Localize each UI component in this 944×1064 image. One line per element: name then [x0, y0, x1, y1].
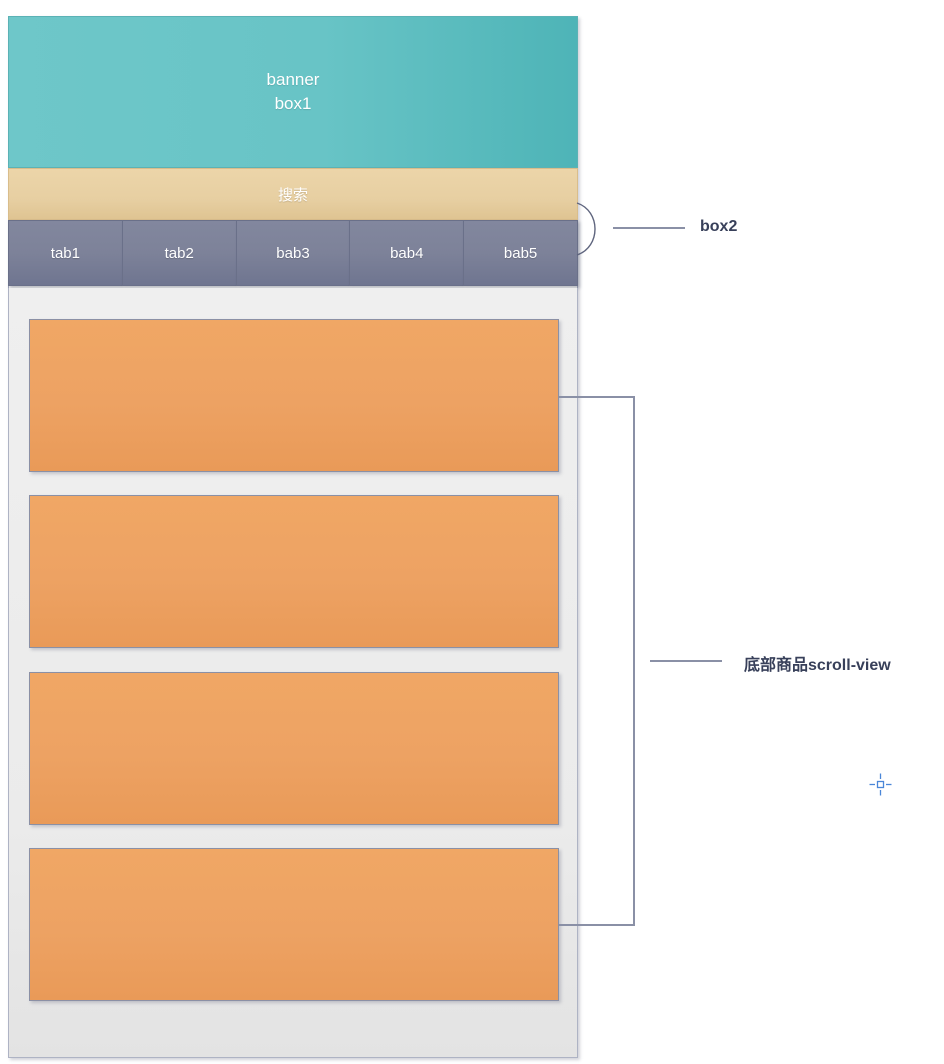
box2-leader-line	[613, 227, 685, 229]
scroll-view-bracket	[558, 396, 635, 926]
product-scroll-view[interactable]	[8, 288, 578, 1058]
tab-label: bab4	[390, 244, 424, 262]
box2-brace-arc	[576, 202, 596, 256]
search-bar[interactable]: 搜索	[8, 168, 578, 220]
tab-bar: tab1 tab2 bab3 bab4 bab5	[8, 220, 578, 286]
tab-item-4[interactable]: bab4	[349, 220, 464, 286]
product-card[interactable]	[29, 319, 559, 472]
banner-title-line2: box1	[274, 94, 312, 113]
tab-label: bab5	[503, 244, 538, 262]
banner-box1[interactable]: banner box1	[8, 16, 578, 168]
product-card[interactable]	[29, 495, 559, 648]
tab-item-1[interactable]: tab1	[8, 220, 122, 286]
scroll-view-label: 底部商品scroll-view	[744, 657, 891, 674]
tab-item-2[interactable]: tab2	[121, 220, 236, 286]
tab-label: bab3	[276, 244, 310, 262]
tab-item-3[interactable]: bab3	[235, 220, 350, 286]
product-card[interactable]	[29, 848, 559, 1001]
banner-title-line1: banner	[266, 70, 320, 89]
crosshair-cursor-icon	[869, 773, 892, 796]
scroll-view-leader-line	[650, 660, 722, 662]
search-label: 搜索	[277, 186, 308, 204]
tab-item-5[interactable]: bab5	[463, 220, 578, 286]
product-card[interactable]	[29, 672, 559, 825]
tab-label: tab1	[50, 244, 80, 262]
box2-label: box2	[700, 218, 738, 235]
tab-label: tab2	[164, 244, 194, 262]
